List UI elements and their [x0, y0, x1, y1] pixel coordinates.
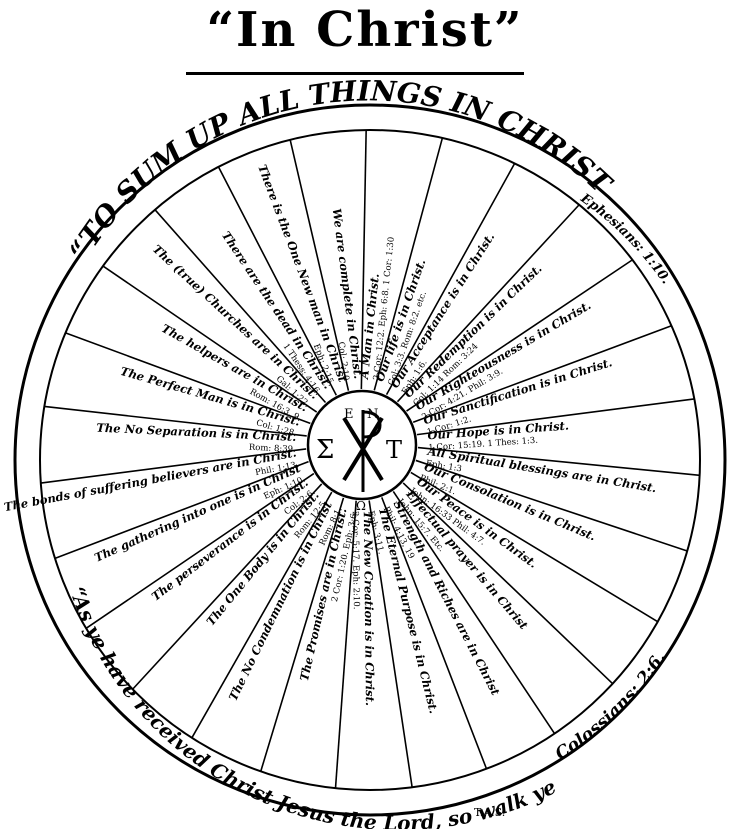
title-underline	[186, 72, 524, 75]
spoke-divider	[392, 490, 556, 735]
spoke-divider	[289, 139, 350, 391]
inner-ring-circle	[39, 129, 701, 791]
spoke-divider	[402, 482, 614, 685]
spoke-divider	[334, 500, 357, 789]
outer-arc-top-reference: Ephesians: 1:10.	[577, 190, 673, 287]
spoke-divider	[385, 163, 516, 396]
hub-letter-n: N	[367, 407, 378, 422]
spoke-reference: Col: 2:10	[336, 341, 351, 381]
spoke-divider	[360, 130, 367, 390]
spoke-sector: The New Creation is in Christ.2 Cor: 5:1…	[350, 511, 377, 706]
hub-letter-sigma: Σ	[316, 435, 334, 465]
spoke-reference: 2 Cor: 5:17. Eph: 2:10.	[350, 511, 361, 609]
spoke-divider	[65, 332, 311, 425]
spoke-divider	[132, 483, 323, 690]
spoke-divider	[410, 471, 659, 623]
signature: T.A.S.	[474, 806, 506, 819]
hub-letter-e: E	[344, 407, 354, 422]
spoke-divider	[416, 398, 695, 436]
spoke-divider	[368, 500, 413, 788]
outer-circle	[13, 103, 727, 817]
chi-rho-icon	[342, 410, 384, 492]
hub-letter-t: T	[386, 436, 402, 464]
page-title: “In Christ”	[206, 2, 524, 58]
outer-arc-bottom-reference: Colossians: 2:6.	[552, 648, 670, 764]
hub-letter-omega: Ω	[356, 499, 366, 513]
spoke-divider	[415, 459, 688, 552]
spoke-divider	[259, 497, 345, 772]
spoke-divider	[412, 325, 672, 423]
spoke-label: The New Creation is in Christ.	[361, 511, 377, 706]
spoke-divider	[217, 166, 337, 396]
spoke-divider	[373, 137, 444, 391]
spoke-divider	[85, 472, 315, 629]
spoke-reference: Rom: 8:39.	[249, 443, 296, 455]
spoke-divider	[40, 448, 307, 484]
spoke-divider	[406, 259, 633, 412]
spoke-divider	[54, 460, 309, 560]
spoke-divider	[191, 491, 333, 739]
spoke-divider	[102, 265, 318, 413]
spoke-divider	[396, 204, 580, 403]
spoke-divider	[381, 497, 488, 770]
spoke-divider	[44, 405, 307, 437]
spoke-divider	[417, 446, 700, 477]
spoke-divider	[154, 209, 327, 404]
spokes-layer	[40, 130, 700, 789]
